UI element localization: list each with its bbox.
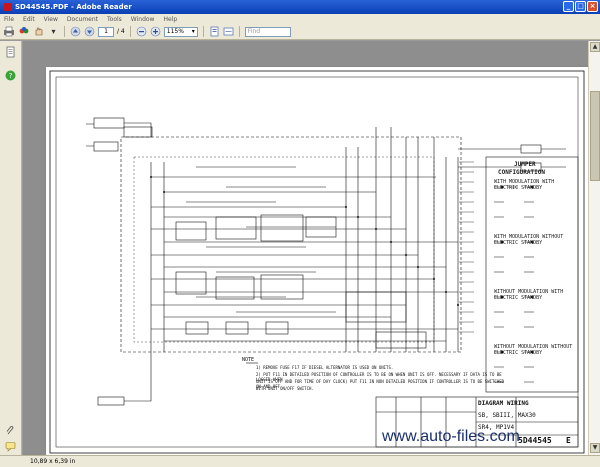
menu-file[interactable]: File: [4, 15, 15, 23]
status-bar: 10,89 x 6,39 in: [0, 455, 600, 467]
close-button[interactable]: ×: [587, 1, 598, 12]
note-line-1: 1) REMOVE FUSE F17 IF DIESEL ALTERNATOR …: [256, 365, 394, 370]
menu-edit[interactable]: Edit: [23, 15, 35, 23]
previous-page-icon[interactable]: [70, 26, 81, 37]
menu-document[interactable]: Document: [66, 15, 99, 23]
minimize-button[interactable]: _: [563, 1, 574, 12]
dropdown-chevron-icon[interactable]: ▾: [51, 27, 56, 36]
collaborate-icon[interactable]: [18, 26, 30, 37]
page-total-label: / 4: [117, 28, 125, 35]
page-number-input[interactable]: 1: [98, 26, 114, 37]
scroll-up-icon[interactable]: ▲: [590, 42, 600, 52]
menu-tools[interactable]: Tools: [107, 15, 122, 23]
menu-help[interactable]: Help: [163, 15, 178, 23]
jumper-section-2: WITH MODULATION WITHOUT ELECTRIC STANDBY: [494, 234, 564, 246]
window-title: SD44545.PDF - Adobe Reader: [15, 3, 132, 11]
comments-icon[interactable]: [5, 441, 16, 452]
svg-text:?: ?: [9, 72, 13, 80]
jumper-section-4: WITHOUT MODULATION WITHOUT ELECTRIC STAN…: [494, 344, 573, 356]
fit-page-icon[interactable]: [209, 26, 220, 37]
next-page-icon[interactable]: [84, 26, 95, 37]
maximize-button[interactable]: □: [575, 1, 586, 12]
drawing-number: 5D44545: [518, 436, 552, 445]
diagram-model-line-2: SR4, MP1V4: [478, 424, 515, 431]
hand-tool-icon[interactable]: [33, 26, 45, 37]
note-label: NOTE: [242, 357, 255, 363]
help-icon[interactable]: ?: [5, 70, 16, 81]
window-controls: _ □ ×: [563, 1, 598, 12]
diagram-model-line: SB, SBIII, MAX30: [478, 412, 536, 419]
zoom-level-select[interactable]: 115% ▾: [163, 26, 198, 37]
toolbar: ▾ 1 / 4 115% ▾ Find: [0, 24, 600, 40]
fit-width-icon[interactable]: [223, 26, 234, 37]
menu-view[interactable]: View: [43, 15, 58, 23]
note-line-3: UNIT IS OFF AND FOR TIME OF DAY CLOCK) P…: [256, 379, 505, 389]
page-size-label: 10,89 x 6,39 in: [30, 458, 76, 465]
jumper-subtitle: CONFIGURATION: [498, 169, 545, 176]
document-viewport[interactable]: JUMPER CONFIGURATION WITH MODULATION WIT…: [23, 41, 588, 455]
scroll-thumb[interactable]: [590, 91, 600, 181]
title-bar: SD44545.PDF - Adobe Reader _ □ ×: [0, 0, 600, 14]
print-icon[interactable]: [3, 26, 15, 37]
note-line-2: 2) PUT F11 IN DETAILED POSITION OF CONTR…: [256, 372, 502, 382]
diagram-title: DIAGRAM WIRING: [478, 400, 529, 407]
note-line-4: WITH UNIT ON/OFF SWITCH.: [256, 386, 314, 391]
chevron-down-icon: ▾: [191, 28, 195, 35]
wiring-diagram: [49, 70, 585, 454]
pages-icon[interactable]: [5, 46, 16, 58]
toolbar-separator: [238, 26, 240, 37]
jumper-section-1: WITH MODULATION WITH ELECTRIC STANDBY: [494, 179, 555, 191]
menu-bar: File Edit View Document Tools Window Hel…: [0, 14, 600, 24]
scroll-down-icon[interactable]: ▼: [590, 443, 600, 453]
navigation-panel: ?: [0, 41, 22, 455]
find-input[interactable]: Find: [244, 26, 291, 37]
zoom-out-icon[interactable]: [136, 26, 147, 37]
jumper-title: JUMPER: [514, 161, 536, 168]
toolbar-separator: [202, 26, 204, 37]
attachments-icon[interactable]: [5, 425, 16, 436]
menu-window[interactable]: Window: [130, 15, 155, 23]
toolbar-separator: [129, 26, 131, 37]
revision-letter: E: [566, 436, 571, 445]
zoom-in-icon[interactable]: [150, 26, 161, 37]
adobe-reader-icon: [4, 3, 12, 11]
watermark-text: www.auto-files.com: [382, 428, 520, 445]
zoom-value: 115%: [166, 28, 184, 35]
vertical-scrollbar[interactable]: ▲ ▼: [588, 41, 600, 455]
jumper-section-3: WITHOUT MODULATION WITH ELECTRIC STANDBY: [494, 289, 564, 301]
toolbar-separator: [64, 26, 65, 37]
pdf-page: JUMPER CONFIGURATION WITH MODULATION WIT…: [46, 67, 588, 455]
